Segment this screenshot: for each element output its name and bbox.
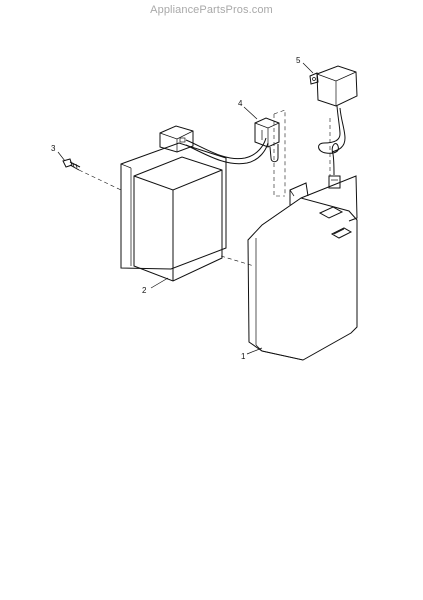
callout-1[interactable]: 1 — [241, 352, 246, 361]
assembly-guides — [78, 109, 331, 267]
callout-2[interactable]: 2 — [142, 286, 147, 295]
part-2-block[interactable] — [120, 142, 227, 282]
callout-5[interactable]: 5 — [296, 56, 301, 65]
part-4-connector[interactable] — [254, 117, 280, 163]
part-3-screw[interactable] — [62, 158, 81, 171]
part-1-enclosure[interactable] — [247, 175, 358, 361]
part-5-adapter[interactable] — [309, 65, 358, 189]
callout-3[interactable]: 3 — [51, 144, 56, 153]
callout-leaders — [57, 62, 314, 355]
watermark-text: AppliancePartsPros.com — [150, 4, 273, 16]
terminal-block — [159, 125, 194, 153]
callout-4[interactable]: 4 — [238, 99, 243, 108]
